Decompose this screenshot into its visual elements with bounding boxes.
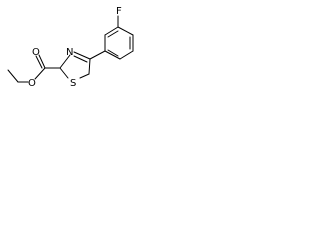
nitrogen-label: N	[66, 47, 73, 58]
bond-phenyl-1	[104, 26, 119, 36]
bond-c2-s1	[59, 67, 69, 79]
bond-phenyl-2	[117, 26, 134, 36]
fluorophenyl-ring	[104, 15, 134, 60]
bond-carbonyl-ester-o	[34, 67, 46, 80]
bond-thiazole-phenyl	[89, 50, 106, 60]
thiazole-ring	[59, 51, 91, 79]
bond-c5-c4	[88, 58, 91, 75]
ester-group	[7, 54, 61, 83]
ester-oxygen-label: O	[28, 78, 36, 89]
bond-carbonyl-o-2	[35, 55, 43, 69]
fluorine-label: F	[116, 6, 122, 17]
chemical-structure-diagram: F N S O O	[7, 6, 134, 89]
bond-phenyl-double-1	[107, 30, 119, 38]
carbonyl-oxygen-label: O	[32, 47, 40, 58]
bond-c4-n3-double	[73, 55, 88, 63]
bond-phenyl-double-3	[107, 49, 119, 57]
bond-carbonyl-o-1	[38, 54, 46, 69]
bond-c4-n3	[73, 51, 91, 60]
bond-s1-c5	[79, 73, 90, 79]
bond-phenyl-5	[104, 50, 121, 60]
sulfur-label: S	[70, 78, 76, 89]
bond-phenyl-4	[119, 50, 134, 60]
bond-n3-c2	[59, 54, 71, 69]
bond-ch2-ch3	[7, 69, 19, 83]
